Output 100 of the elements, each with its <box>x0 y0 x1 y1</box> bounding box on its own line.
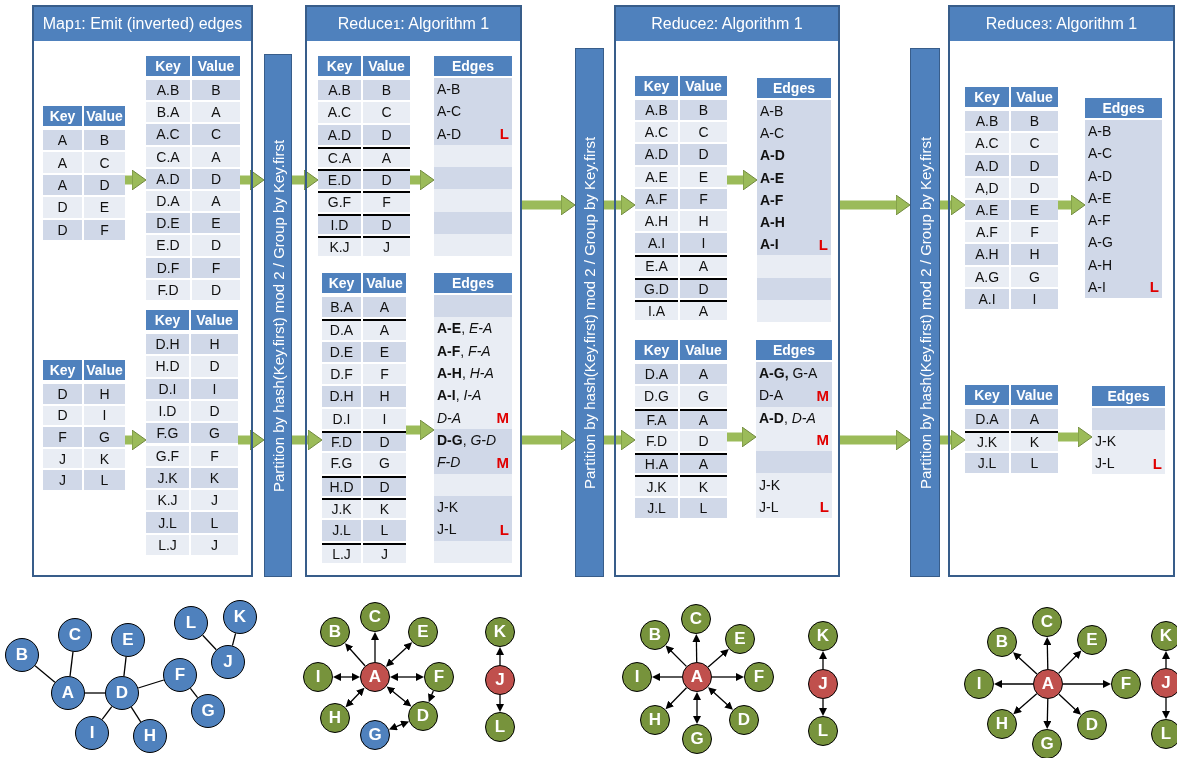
connector-line <box>189 687 199 699</box>
vertex-circle: G <box>191 694 225 728</box>
vertex-circle: D <box>105 676 139 710</box>
table-value: D.H <box>146 334 189 355</box>
column-heading: Value <box>1011 385 1058 405</box>
arrow <box>1043 698 1052 729</box>
table-value: A <box>680 453 727 474</box>
table-value: A <box>1011 409 1058 429</box>
arrow <box>665 645 688 668</box>
table-value: D.E <box>146 213 190 234</box>
edge-entry: D-A <box>759 387 784 404</box>
block-arrow <box>292 429 323 451</box>
edge-entry: A-D <box>760 147 785 164</box>
table-value: J.K <box>322 498 361 519</box>
table-value: E <box>192 213 240 234</box>
table-value: A <box>680 299 727 320</box>
arrow <box>385 642 413 667</box>
table-value: D <box>192 235 240 256</box>
vertex-circle: F <box>424 662 454 692</box>
column-heading: Key <box>318 56 361 76</box>
arrow <box>994 680 1034 688</box>
block-arrow <box>238 429 265 451</box>
table-value: D.I <box>322 408 361 429</box>
vertex-circle: I <box>964 669 994 699</box>
arrow <box>708 687 733 710</box>
table-value: G <box>191 423 238 444</box>
edge-entry: A-G, G-A <box>759 365 818 382</box>
table-value: D <box>1011 177 1058 198</box>
edge-entry: A-E <box>1088 189 1112 206</box>
table-value: G <box>363 453 406 474</box>
vertex-circle: L <box>1151 719 1177 749</box>
table-value: A <box>680 255 727 276</box>
column-heading: Key <box>146 310 189 330</box>
table-value: G.F <box>318 191 361 212</box>
key-value-table <box>965 87 1058 309</box>
table-value: A <box>363 319 406 340</box>
block-arrow <box>840 429 911 451</box>
edge-entry: A-D <box>1088 167 1113 184</box>
block-arrow <box>940 194 966 216</box>
table-value: I <box>363 408 406 429</box>
table-value: A.H <box>635 211 678 232</box>
vertex-circle: B <box>320 617 350 647</box>
edges-table <box>1092 386 1165 474</box>
table-value: G <box>84 427 125 447</box>
status-letter: M <box>496 409 509 427</box>
table-value: A.C <box>146 124 190 145</box>
table-value: K <box>680 475 727 496</box>
column-heading: Edges <box>1085 98 1162 118</box>
vertex-circle: E <box>725 624 755 654</box>
vertex-circle: K <box>485 617 515 647</box>
table-value: J <box>363 542 406 563</box>
connector-line <box>101 705 113 721</box>
edge-entry: A-E, E-A <box>437 320 493 337</box>
table-value: F <box>1011 222 1058 243</box>
table-value: A <box>43 174 82 196</box>
table-value: L.J <box>146 534 189 555</box>
table-value: C.A <box>146 146 190 167</box>
key-value-table <box>635 76 727 320</box>
table-value: C <box>84 152 125 173</box>
arrow <box>345 643 366 667</box>
table-value: L.J <box>322 542 361 563</box>
table-value: L <box>84 470 125 490</box>
table-value: H.D <box>146 356 189 377</box>
table-value: B <box>84 130 125 151</box>
arrow <box>1162 697 1170 719</box>
arrow <box>386 686 412 707</box>
table-value: H <box>84 384 125 404</box>
table-value: H.D <box>322 475 361 496</box>
edge-entry: A-F <box>1088 212 1111 229</box>
arrow <box>1062 680 1111 688</box>
column-heading: Key <box>146 56 190 76</box>
edge-entry: J-L <box>437 521 457 538</box>
edge-entry: A-F <box>760 191 784 208</box>
table-value: D <box>680 144 727 165</box>
vertex-circle: H <box>987 709 1017 739</box>
stage-panel <box>614 5 840 577</box>
vertex-circle: K <box>808 621 838 651</box>
vertex-circle: K <box>1151 621 1177 651</box>
column-heading: Value <box>84 106 125 126</box>
table-value: E.A <box>635 255 678 276</box>
stage-panel <box>32 5 253 577</box>
arrow <box>819 698 827 716</box>
table-value: J.L <box>146 512 189 533</box>
column-heading: Value <box>680 76 727 96</box>
table-value: D <box>191 400 238 422</box>
table-value: D <box>680 430 727 452</box>
table-value: A.F <box>965 222 1009 243</box>
edge-entry: A-G <box>1088 234 1113 251</box>
arrow <box>665 687 688 710</box>
table-value: E <box>84 197 125 218</box>
edge-entry: F-D <box>437 454 461 471</box>
stage-panel <box>305 5 522 577</box>
table-value: F.A <box>635 408 678 429</box>
table-value: D <box>192 279 240 300</box>
vertex-circle: E <box>111 623 145 657</box>
edge-entry: A-D <box>437 125 462 142</box>
key-value-table <box>43 360 125 490</box>
table-value: J.K <box>965 431 1009 451</box>
table-value: I.D <box>318 213 361 234</box>
block-arrow <box>604 194 636 216</box>
